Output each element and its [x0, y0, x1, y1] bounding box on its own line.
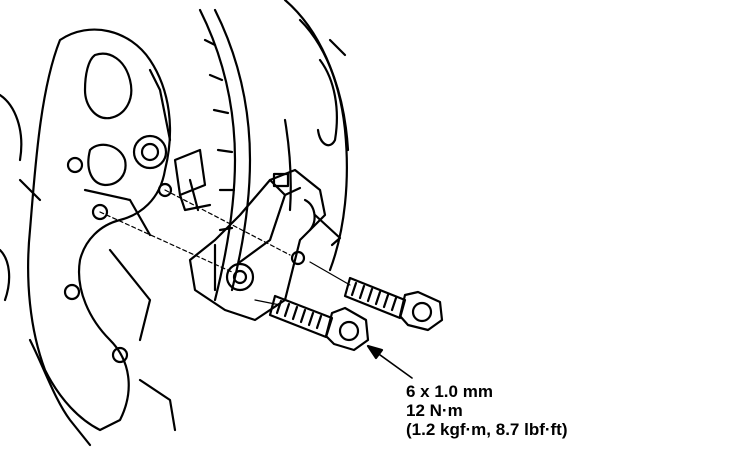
- alignment-lines: [99, 189, 351, 306]
- engine-block: [0, 28, 177, 447]
- torque-alt-label: (1.2 kgf·m, 8.7 lbf·ft): [406, 420, 568, 439]
- upper-bolt: [343, 276, 444, 332]
- right-housing: [283, 0, 350, 272]
- timing-cover: [173, 8, 252, 302]
- bolt-size-label: 6 x 1.0 mm: [406, 382, 493, 401]
- lower-bolt: [268, 294, 370, 352]
- leader-arrow: [366, 344, 413, 379]
- torque-spec: 6 x 1.0 mm 12 N·m (1.2 kgf·m, 8.7 lbf·ft…: [406, 382, 568, 439]
- tensioner-body: [188, 168, 342, 322]
- torque-nm-label: 12 N·m: [406, 401, 463, 420]
